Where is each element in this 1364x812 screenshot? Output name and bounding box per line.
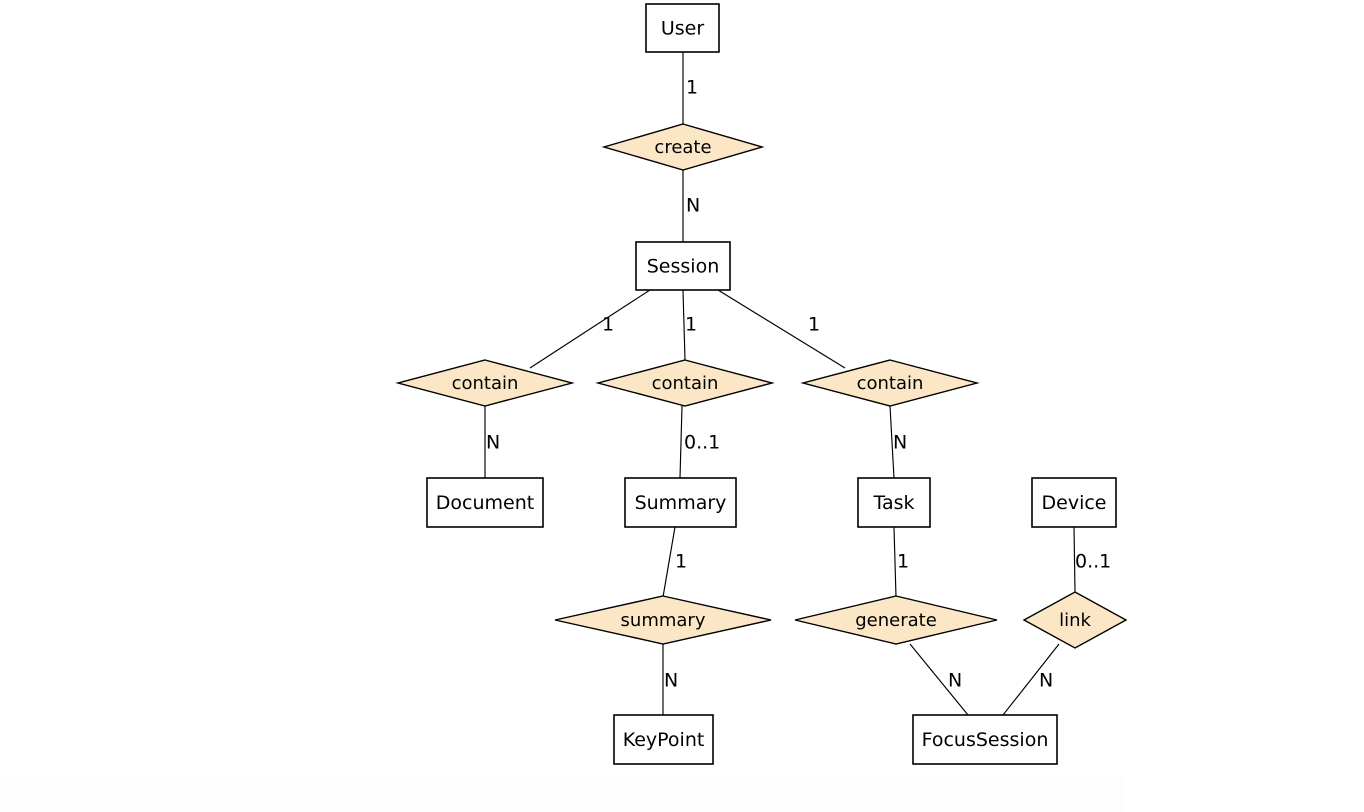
entity-label-user: User xyxy=(661,18,704,40)
relationship-summary[interactable]: summary xyxy=(554,595,772,645)
entity-label-task: Task xyxy=(872,492,914,514)
edge-generate-focussession xyxy=(909,643,969,716)
card-create-session: N xyxy=(686,195,700,217)
edge-summaryent-summaryrel xyxy=(662,526,676,598)
entity-label-summary: Summary xyxy=(635,492,727,514)
relationship-diamond-create[interactable] xyxy=(601,123,765,171)
entity-box-task[interactable] xyxy=(857,477,931,528)
relationship-label-contain-1: contain xyxy=(452,373,519,394)
relationship-contain-1[interactable]: contain xyxy=(395,359,575,407)
edge-contain2-summary xyxy=(679,405,683,479)
relationship-diamond-contain-2[interactable] xyxy=(595,359,775,407)
relationship-diamond-contain-3[interactable] xyxy=(800,359,980,407)
entity-box-summary[interactable] xyxy=(624,477,737,528)
entity-device[interactable]: Device xyxy=(1031,477,1117,528)
edge-session-contain1 xyxy=(529,289,651,369)
entity-box-document[interactable] xyxy=(426,477,544,528)
card-summaryrel-keypoint: N xyxy=(664,670,678,692)
relationship-label-contain-2: contain xyxy=(652,373,719,394)
card-session-contain1: 1 xyxy=(602,314,614,336)
entity-document[interactable]: Document xyxy=(426,477,544,528)
entity-label-device: Device xyxy=(1042,492,1107,514)
relationship-diamond-link[interactable] xyxy=(1022,591,1128,649)
entity-box-device[interactable] xyxy=(1031,477,1117,528)
edge-session-contain3 xyxy=(717,289,846,369)
entity-box-keypoint[interactable] xyxy=(613,714,714,765)
relationship-diamond-generate[interactable] xyxy=(794,595,998,645)
entity-label-focussession: FocusSession xyxy=(922,729,1049,751)
relationship-diamond-contain-1[interactable] xyxy=(395,359,575,407)
card-contain2-summary: 0..1 xyxy=(684,432,720,454)
entity-box-focussession[interactable] xyxy=(912,714,1058,765)
entity-label-session: Session xyxy=(647,256,720,278)
relationship-diamond-summary[interactable] xyxy=(554,595,772,645)
entity-box-session[interactable] xyxy=(635,241,731,291)
edge-task-generate xyxy=(893,526,897,598)
entity-box-user[interactable] xyxy=(645,3,720,53)
relationship-contain-2[interactable]: contain xyxy=(595,359,775,407)
card-task-generate: 1 xyxy=(897,551,909,573)
card-session-contain3: 1 xyxy=(808,314,820,336)
entity-summary[interactable]: Summary xyxy=(624,477,737,528)
entity-user[interactable]: User xyxy=(645,3,720,53)
entity-label-document: Document xyxy=(436,492,534,514)
edges-layer xyxy=(484,52,1076,716)
entity-focussession[interactable]: FocusSession xyxy=(912,714,1058,765)
edge-device-link xyxy=(1073,526,1076,593)
card-summary-summaryrel: 1 xyxy=(675,551,687,573)
card-contain3-task: N xyxy=(893,432,907,454)
relationship-label-contain-3: contain xyxy=(857,373,924,394)
edge-contain3-task xyxy=(889,405,895,479)
card-contain1-document: N xyxy=(486,432,500,454)
card-user-create: 1 xyxy=(686,77,698,99)
card-session-contain2: 1 xyxy=(685,314,697,336)
entity-label-keypoint: KeyPoint xyxy=(623,729,705,751)
relationship-label-summary: summary xyxy=(621,610,706,631)
card-device-link: 0..1 xyxy=(1075,551,1111,573)
relationships-layer: create contain contain contain summary genera… xyxy=(395,123,1128,649)
edge-session-contain2 xyxy=(682,289,686,361)
relationship-label-create: create xyxy=(654,137,711,158)
relationship-link[interactable]: link xyxy=(1022,591,1128,649)
entity-task[interactable]: Task xyxy=(857,477,931,528)
relationship-contain-3[interactable]: contain xyxy=(800,359,980,407)
card-link-focussession: N xyxy=(1039,670,1053,692)
entity-keypoint[interactable]: KeyPoint xyxy=(613,714,714,765)
entity-session[interactable]: Session xyxy=(635,241,731,291)
card-generate-focussession: N xyxy=(948,670,962,692)
relationship-label-link: link xyxy=(1059,610,1091,631)
relationship-generate[interactable]: generate xyxy=(794,595,998,645)
relationship-create[interactable]: create xyxy=(601,123,765,171)
edge-link-focussession xyxy=(1002,643,1060,716)
relationship-label-generate: generate xyxy=(855,610,937,631)
